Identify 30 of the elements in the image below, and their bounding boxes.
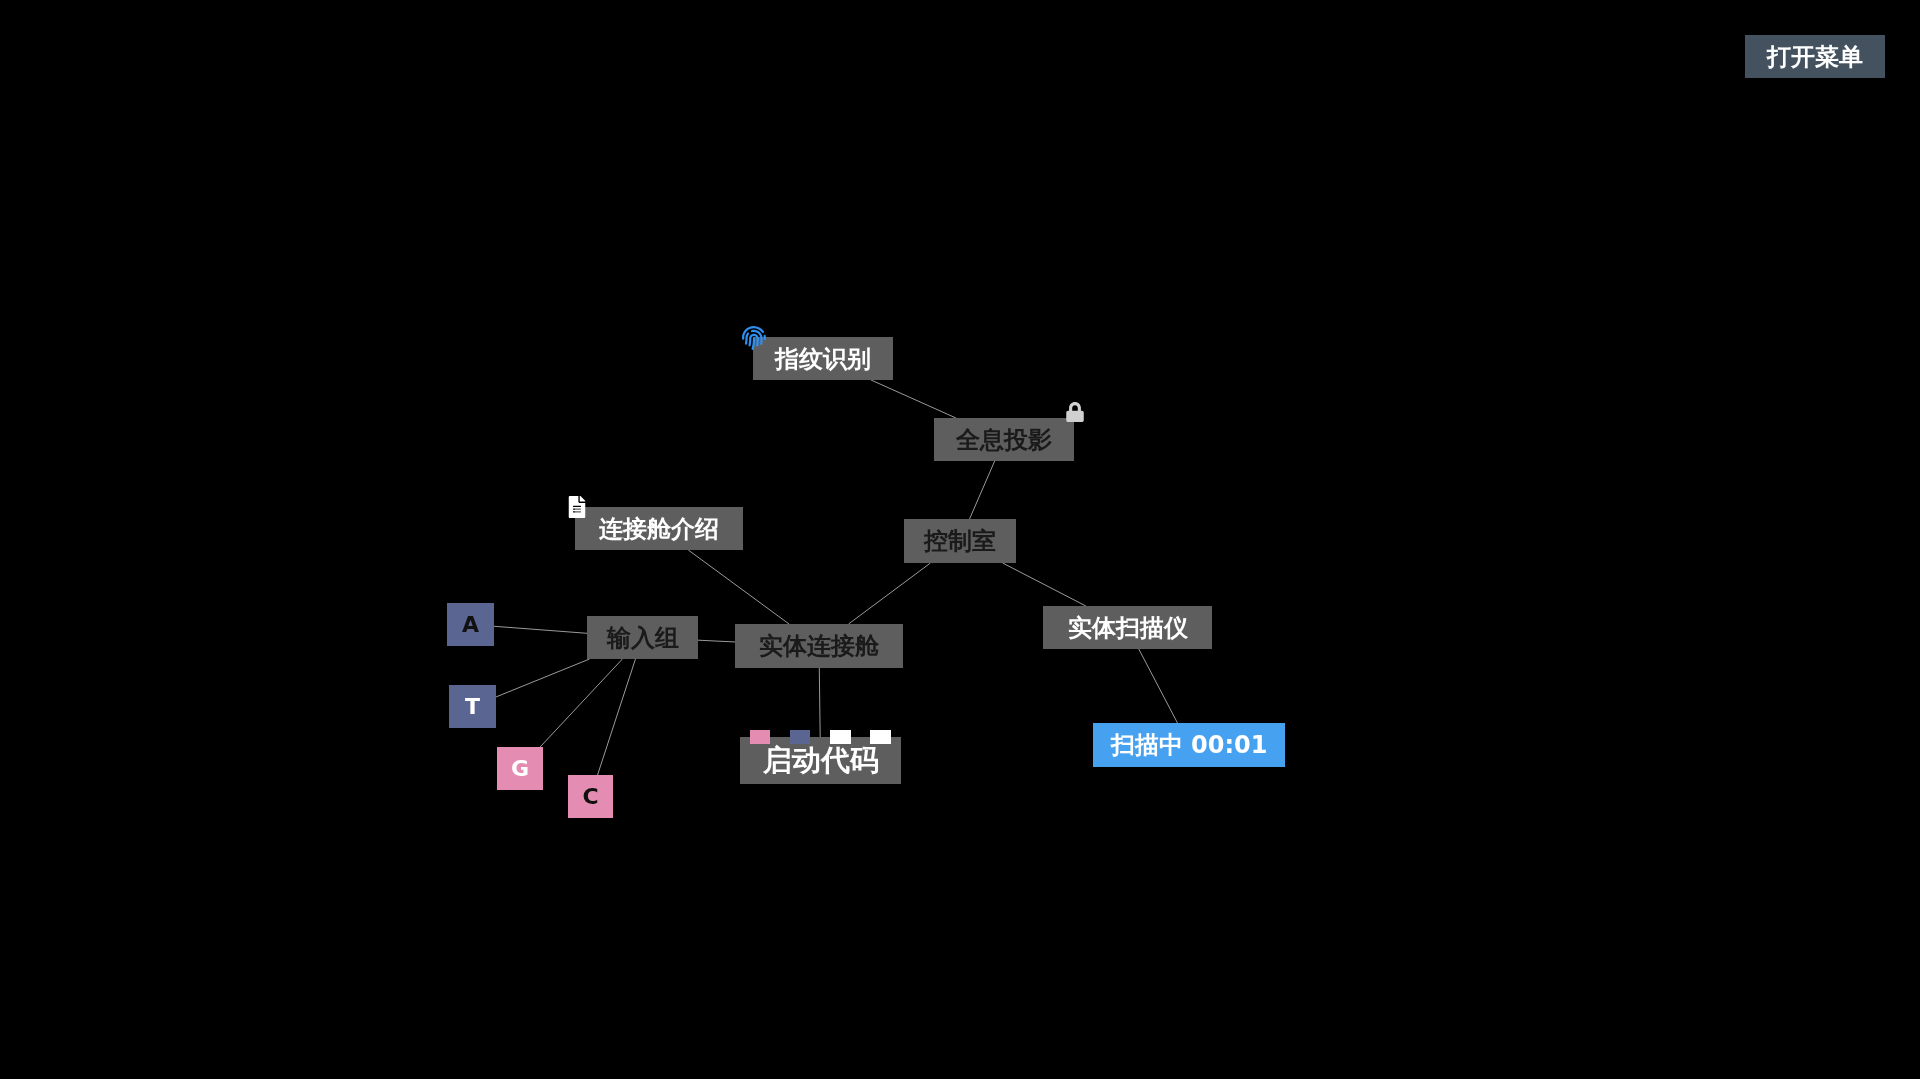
device-node: 实体扫描仪 <box>1043 606 1212 649</box>
connector-line <box>969 460 996 520</box>
code-slot <box>830 730 851 744</box>
status-badge: 扫描中 00:01 <box>1093 723 1285 767</box>
connector-line <box>697 639 736 643</box>
connector-line <box>1138 648 1178 724</box>
code-slot <box>750 730 770 744</box>
feature-node: 全息投影 <box>934 418 1074 461</box>
letter-tile: T <box>449 685 496 728</box>
connector-line <box>495 658 591 698</box>
letter-tile: G <box>497 747 543 790</box>
code-slot <box>790 730 810 744</box>
connector-line <box>1002 562 1087 607</box>
connector-line <box>848 562 931 625</box>
connector-line <box>687 549 790 625</box>
group-node: 输入组 <box>587 616 698 659</box>
letter-tile: C <box>568 775 613 818</box>
hub-node: 控制室 <box>904 519 1016 563</box>
feature-node: 指纹识别 <box>753 337 893 380</box>
connector-line <box>539 658 623 748</box>
letter-tile: A <box>447 603 494 646</box>
connector-line <box>870 379 957 419</box>
menu-button: 打开菜单 <box>1745 35 1885 78</box>
info-node: 连接舱介绍 <box>575 507 743 550</box>
connector-line <box>818 667 821 738</box>
code-slot <box>870 730 891 744</box>
code-node: 启动代码 <box>740 737 901 784</box>
connector-line <box>493 625 588 634</box>
connector-line <box>597 658 636 776</box>
hub-node: 实体连接舱 <box>735 624 903 668</box>
